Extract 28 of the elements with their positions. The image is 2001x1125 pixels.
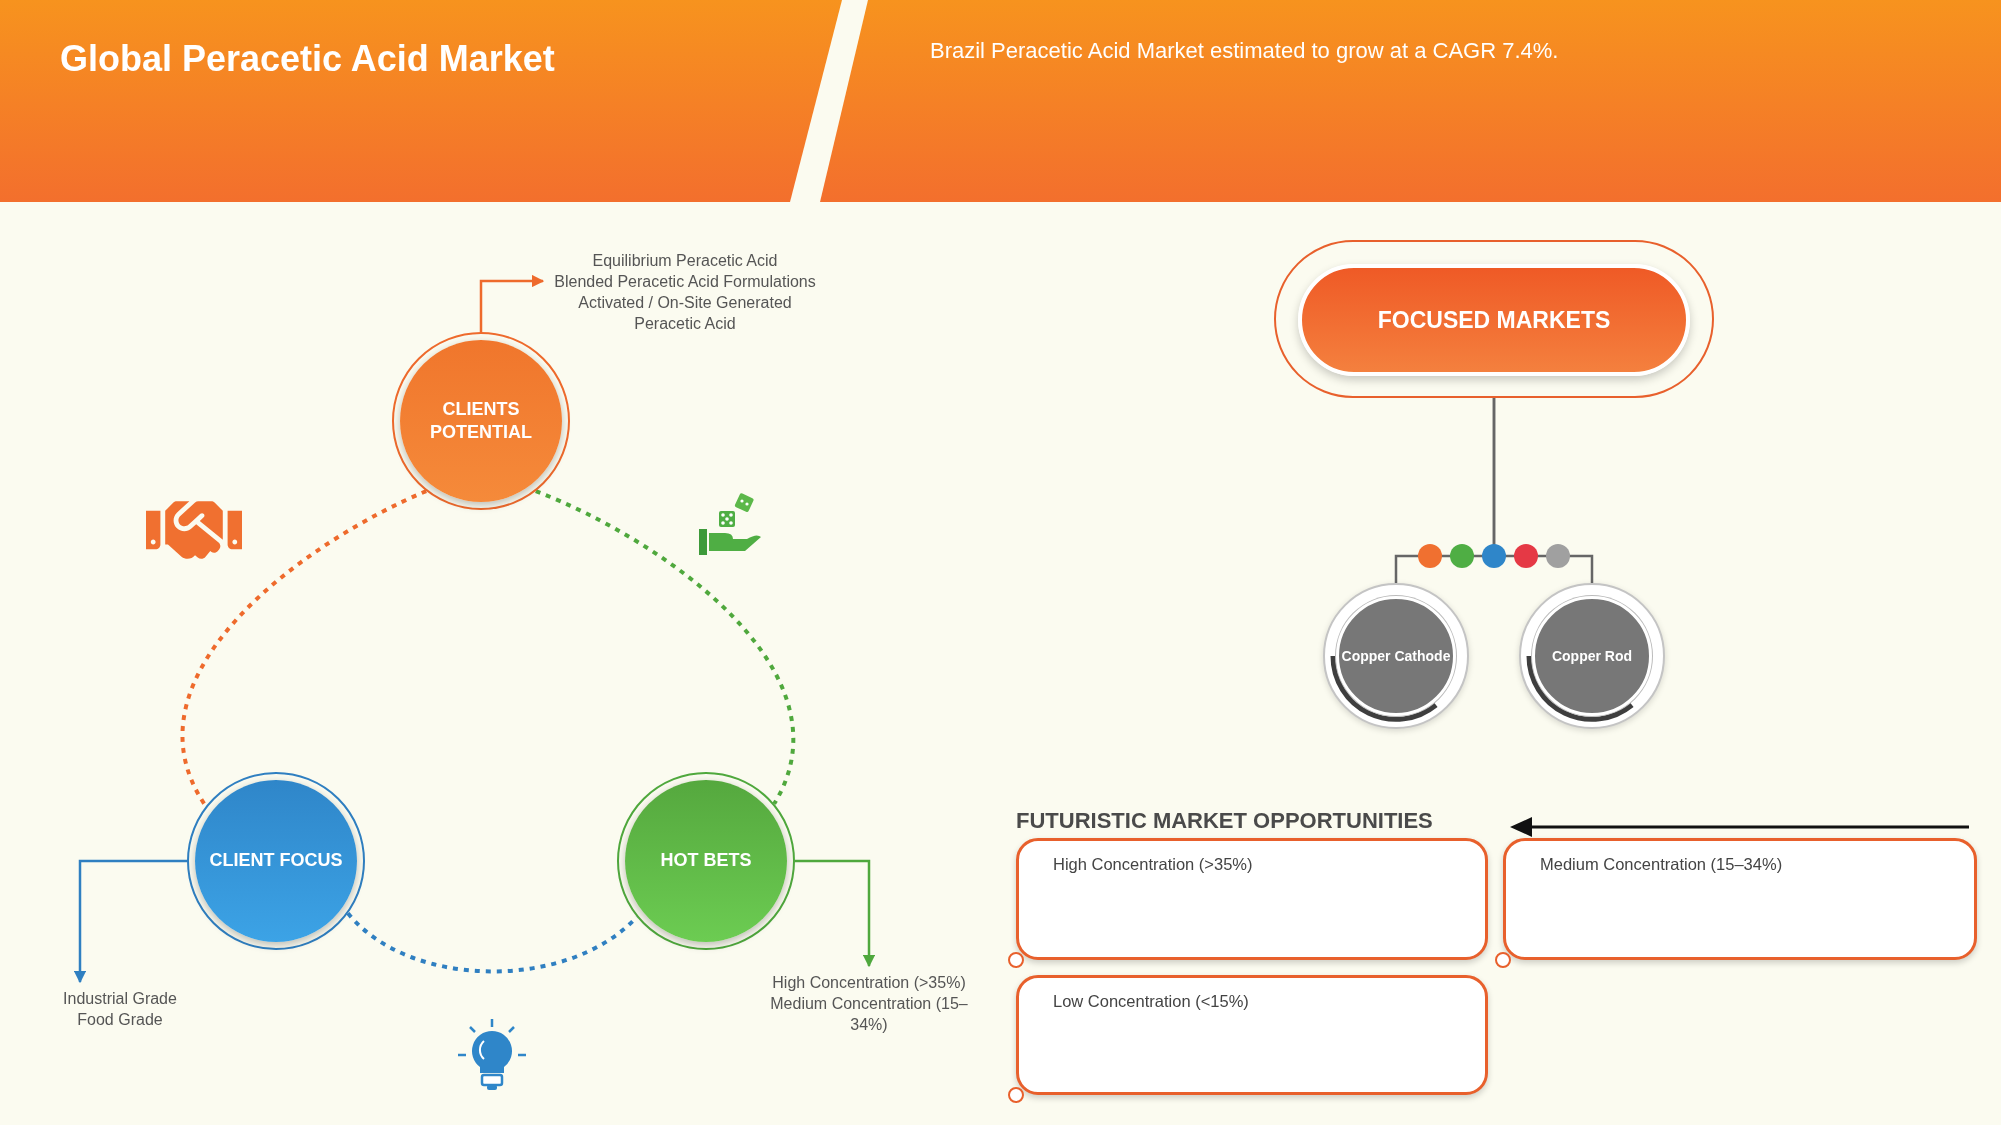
- connector-arrow: [795, 859, 876, 968]
- opportunity-card: [1016, 975, 1488, 1095]
- list-text: High Concentration (>35%): [772, 973, 966, 993]
- connector-arrow: [73, 859, 187, 984]
- page-title: Global Peracetic Acid Market: [60, 38, 555, 80]
- card-label: Medium Concentration (15–34%): [1540, 855, 1783, 873]
- list-text: Activated / On-Site Generated Peracetic Acid: [577, 293, 793, 334]
- list-text: Food Grade: [77, 1010, 163, 1030]
- circle-label: HOT BETS: [660, 849, 752, 873]
- circle-label: Copper Cathode: [1341, 648, 1451, 664]
- dotted-connector: [535, 489, 796, 805]
- card-label: Low Concentration (<15%): [1053, 992, 1249, 1010]
- connector-arrow: [479, 274, 545, 332]
- circle-label: CLIENT FOCUS: [209, 849, 343, 873]
- opportunity-card: [1016, 838, 1488, 960]
- list-text: Equilibrium Peracetic Acid: [592, 251, 778, 271]
- list-text: Medium Concentration (15–34%): [769, 994, 969, 1035]
- subtitle-text: Brazil Peracetic Acid Market estimated to grow at a CAGR 7.4%.: [930, 38, 1559, 64]
- pill-button-shape: [1274, 240, 1714, 398]
- circle-label: Copper Rod: [1551, 648, 1633, 664]
- dotted-connector: [180, 489, 428, 808]
- list-text: Blended Peracetic Acid Formulations: [554, 272, 816, 292]
- opportunity-card: [1503, 838, 1977, 960]
- section-heading: FUTURISTIC MARKET OPPORTUNITIES: [1016, 808, 1433, 834]
- card-label: High Concentration (>35%): [1053, 855, 1253, 873]
- list-text: Industrial Grade: [63, 989, 177, 1009]
- circle-label: CLIENTS POTENTIAL: [429, 397, 533, 444]
- pill-label: FOCUSED MARKETS: [1377, 306, 1611, 334]
